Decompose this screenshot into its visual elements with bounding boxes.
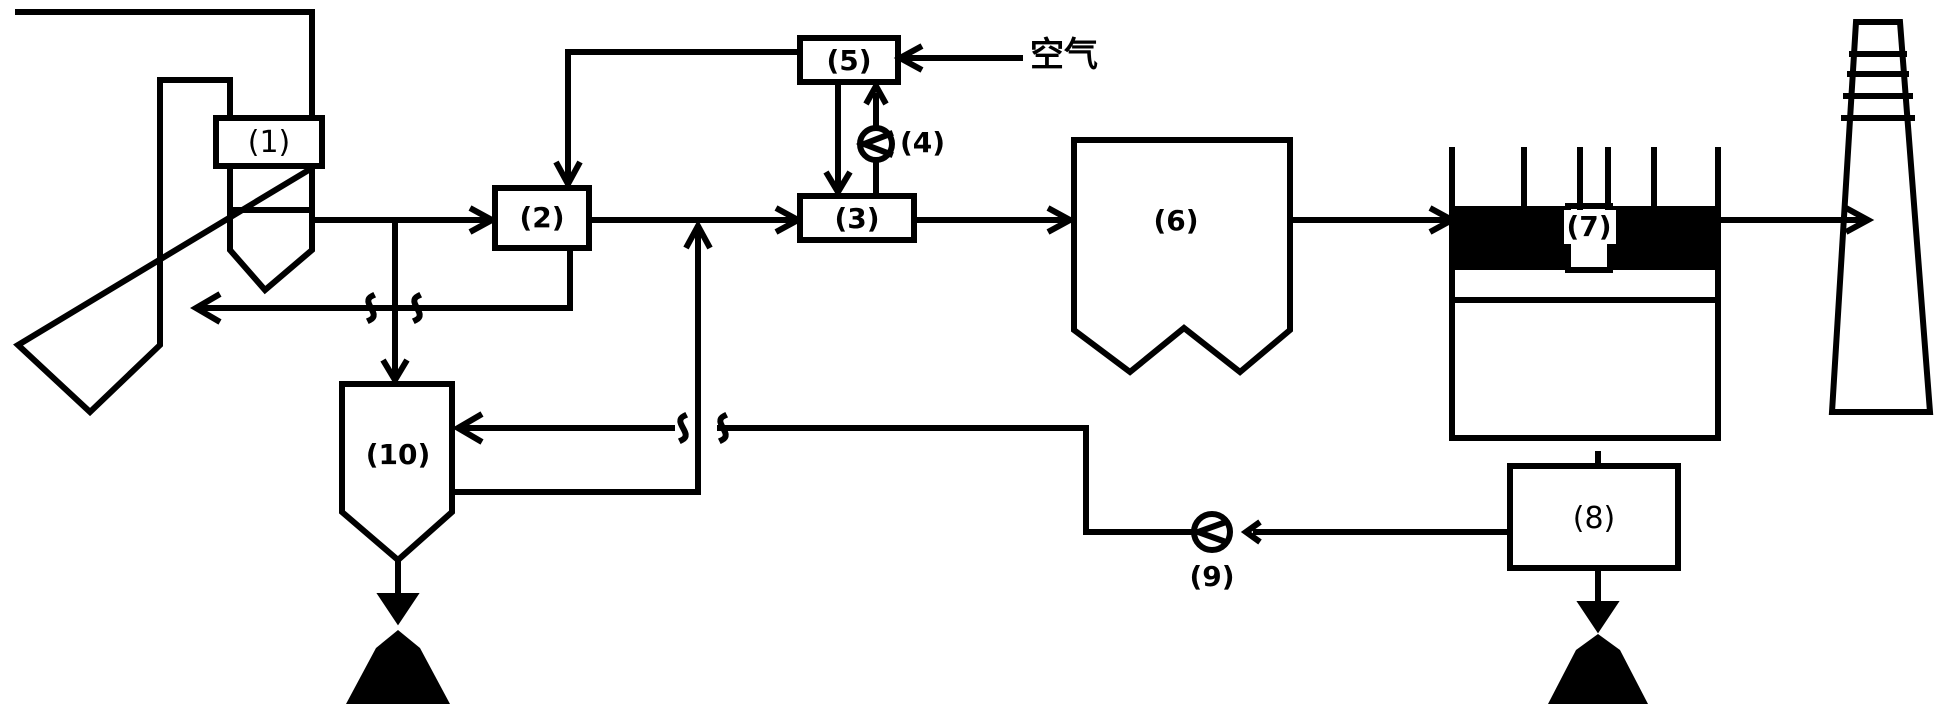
arrow-8-discharge (1576, 601, 1620, 634)
line-9-to-recirc (717, 425, 1197, 535)
arrow-join-main (683, 219, 713, 250)
air-label: 空气 (1030, 35, 1098, 75)
byproduct-pile-10 (346, 630, 450, 704)
damper-c (717, 411, 729, 445)
unit-10-body (339, 381, 455, 564)
arrow-into-9 (1240, 519, 1262, 545)
boiler-outline (13, 9, 315, 417)
unit-6-label: (6) (1153, 204, 1198, 237)
unit-8-box (1507, 463, 1681, 571)
unit-8-label: (8) (1573, 501, 1616, 536)
unit-2-label: (2) (519, 201, 564, 234)
unit-5-box (797, 35, 901, 85)
pump-9-symbol (1189, 518, 1230, 546)
unit-5-label: (5) (826, 44, 871, 77)
unit-7-scrubber (1449, 147, 1721, 441)
arrow-into-10-side (452, 411, 484, 445)
line-5-to-2 (565, 49, 803, 185)
arrow-air-into-5 (893, 43, 924, 73)
arrow-into-boiler (190, 291, 222, 325)
return-line-to-boiler (197, 247, 573, 311)
unit-1-box (213, 115, 325, 169)
chimney (1828, 19, 1934, 415)
damper-d (677, 411, 689, 445)
unit-3-label: (3) (834, 202, 879, 235)
damper-b (411, 291, 423, 325)
arrow-into-10 (380, 358, 410, 386)
unit-9-label: (9) (1189, 560, 1234, 593)
damper-a (365, 291, 377, 325)
arrow-pump-4-up (863, 79, 889, 106)
arrow-5-down-to-3 (823, 170, 853, 198)
unit-1-label: (1) (248, 125, 291, 160)
arrow-into-stack (1844, 205, 1875, 235)
arrow-10-discharge (376, 593, 420, 626)
boiler-hopper (227, 165, 315, 295)
pump-4-symbol (855, 130, 894, 158)
unit-7-label: (7) (1566, 210, 1611, 243)
byproduct-pile-8 (1548, 634, 1648, 704)
unit-10-label: (10) (366, 438, 431, 471)
arrow-into-6 (1046, 205, 1077, 235)
arrow-into-2-top (553, 160, 583, 191)
unit-6-body (1071, 137, 1293, 376)
unit-4-label: (4) (900, 126, 945, 159)
